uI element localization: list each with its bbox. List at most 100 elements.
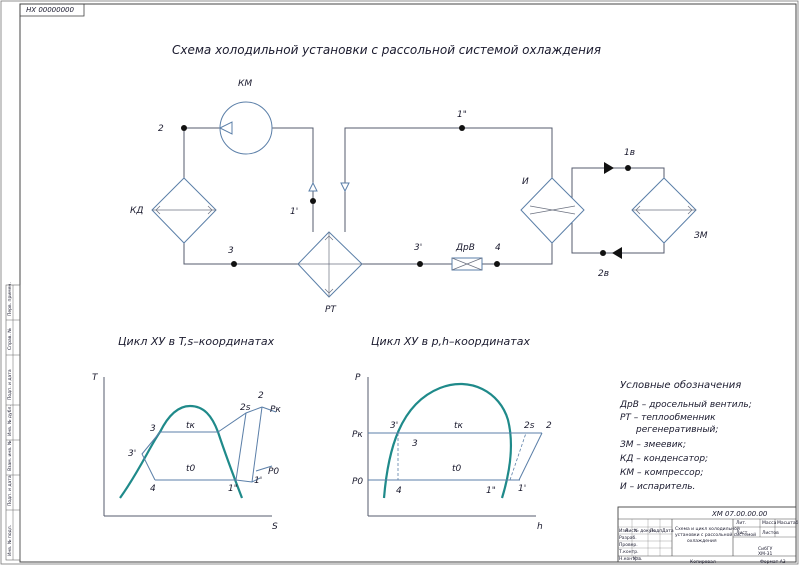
text-label: 3' — [128, 449, 136, 459]
label-kd: КД — [130, 206, 143, 216]
footer-format: Формат А3 — [760, 559, 786, 565]
side-strip: Перв. примен. Справ. № Подп. и дата Инв.… — [5, 282, 21, 561]
regenerative-heat-exchanger — [297, 231, 363, 298]
corner-code-box — [19, 3, 85, 17]
text-label: 1' — [518, 484, 526, 494]
stamp-desc: охлаждения — [687, 539, 717, 544]
ph-chart: Цикл ХУ в p,h–координатах P h Pк P0 3' t… — [352, 335, 552, 532]
text-label: Pк — [270, 405, 281, 415]
legend: Условные обозначения ДрВ – дросельный ве… — [619, 379, 752, 492]
strip-label: Инв. № дубл. — [7, 405, 13, 436]
legend-line: КМ – компрессор; — [620, 468, 703, 478]
point-2: 2 — [158, 124, 164, 134]
inner-frame — [19, 3, 797, 563]
ts-x-axis: S — [272, 522, 278, 532]
text-label: Листов — [762, 530, 779, 536]
ph-y-axis: P — [355, 373, 361, 383]
point-1v: 1в — [624, 148, 635, 158]
ts-chart: Цикл ХУ в T,s–координатах T S 3 tк 2s 2 … — [92, 335, 281, 532]
ts-saturation-dome — [119, 404, 244, 499]
strip-label: Подп. и дата — [7, 475, 13, 506]
text-label: Лит. — [736, 520, 746, 526]
ph-p0: P0 — [352, 477, 363, 487]
text-label: tк — [454, 421, 464, 431]
stamp-org: ХМ-31 — [758, 551, 772, 557]
text-label: Подп. — [650, 528, 664, 534]
text-label: 1" — [486, 486, 496, 496]
text-label: Дата — [662, 528, 674, 534]
diagram-title: Схема холодильной установки с рассольной… — [172, 43, 601, 57]
stamp-org: СибГУ — [758, 546, 773, 552]
label-zm: ЗМ — [694, 231, 708, 241]
text-label: 3' — [390, 421, 398, 431]
text-label: Масштаб — [777, 520, 799, 526]
label-i: И — [522, 177, 529, 187]
ph-saturation-dome — [382, 382, 512, 499]
stamp-code: ХМ 07.00.00.00 — [711, 510, 768, 518]
text-label: t0 — [452, 464, 462, 474]
label-rt: РТ — [325, 305, 337, 315]
text-label: Н.контр. — [619, 556, 639, 562]
text-label: 2 — [258, 391, 264, 401]
strip-label: Перв. примен. — [7, 282, 13, 316]
strip-label: Справ. № — [7, 328, 13, 350]
point-1p: 1' — [290, 207, 298, 217]
text-label: P0 — [268, 467, 279, 477]
text-label: Утв. — [633, 556, 642, 562]
text-label: 4 — [396, 486, 402, 496]
text-label: 3 — [150, 424, 156, 434]
text-label: 2s — [240, 403, 251, 413]
text-label: tк — [186, 421, 196, 431]
stamp-desc: установки с рассольной системой — [675, 531, 756, 538]
legend-heading: Условные обозначения — [620, 379, 741, 391]
text-label: Провер. — [619, 542, 638, 548]
strip-label: Подп. и дата — [7, 369, 13, 400]
legend-line: КД – конденсатор; — [620, 454, 708, 464]
point-3p: 3' — [414, 243, 422, 253]
legend-line: ДрВ – дросельный вентиль; — [619, 400, 752, 410]
evaporator — [520, 177, 585, 244]
legend-line: ЗМ – змеевик; — [620, 440, 686, 450]
text-label: № докум. — [634, 528, 656, 534]
schematic: КМ КД РТ ДрВ И ЗМ 2 1" 1' 3 3' 4 1в 2в — [130, 79, 708, 315]
point-3: 3 — [228, 246, 234, 256]
text-label: 2 — [546, 421, 552, 431]
text-label: Масса — [762, 520, 777, 526]
text-label: Разраб. — [619, 535, 637, 541]
text-label: 4 — [150, 484, 156, 494]
strip-label: Взам. инв. № — [7, 440, 13, 471]
text-label: Лист — [736, 530, 748, 536]
condenser — [151, 177, 217, 244]
legend-line: РТ – теплообменник — [620, 413, 716, 423]
legend-line: И – испаритель. — [620, 482, 695, 492]
pump-arrow-2v — [612, 247, 622, 259]
footer-copied: Копировал — [690, 559, 716, 565]
text-label: Изм. — [619, 528, 630, 534]
pump-arrow-1v — [604, 162, 614, 174]
stamp-desc: Схема и цикл холодильной — [675, 525, 740, 532]
text-label: 2s — [524, 421, 535, 431]
label-km: КМ — [238, 79, 252, 89]
text-label: 3 — [412, 439, 418, 449]
coil — [631, 177, 697, 244]
title-block: ХМ 07.00.00.00 Схема и цикл холодильной … — [617, 506, 799, 563]
text-label: 1' — [254, 476, 262, 486]
ts-y-axis: T — [92, 373, 99, 383]
label-drv: ДрВ — [455, 243, 475, 253]
point-1pp: 1" — [457, 110, 467, 120]
text-label: Т.контр. — [618, 549, 639, 555]
text-label: 1" — [228, 484, 238, 494]
ph-x-axis: h — [537, 522, 543, 532]
corner-code: 00000000 ХН — [25, 5, 74, 13]
text-label: Лист — [625, 528, 637, 534]
ts-title: Цикл ХУ в T,s–координатах — [118, 335, 275, 348]
text-label: t0 — [186, 464, 196, 474]
point-4: 4 — [495, 243, 501, 253]
legend-line: регенеративный; — [635, 425, 718, 435]
ph-title: Цикл ХУ в p,h–координатах — [371, 335, 530, 348]
point-2v: 2в — [598, 269, 609, 279]
ph-pk: Pк — [352, 430, 363, 440]
strip-label: Инв. № подл. — [7, 525, 13, 556]
